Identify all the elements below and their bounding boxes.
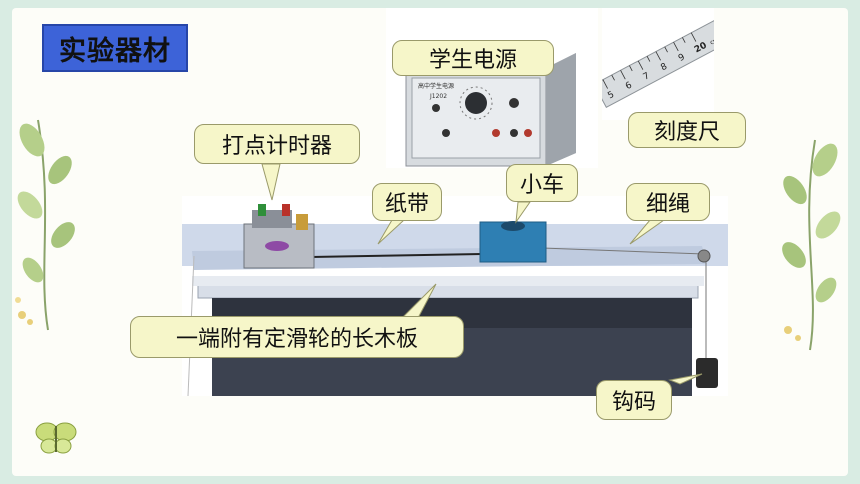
ruler-mark-5: 5 [606,90,616,102]
label-cart: 小车 [506,164,578,202]
label-board: 一端附有定滑轮的长木板 [130,316,464,358]
label-power-supply: 学生电源 [392,40,554,76]
ruler-photo: 5 6 7 8 9 20 cm [593,8,731,120]
page-title: 实验器材 [42,24,188,72]
ruler-mark-8: 8 [659,62,669,74]
ruler-mark-9: 9 [677,52,687,64]
leaf-branch-left-icon [8,110,78,340]
label-ruler: 刻度尺 [628,112,746,148]
label-weight: 钩码 [596,380,672,420]
ruler-mark-6: 6 [624,80,634,92]
apparatus-photo [182,196,728,397]
butterfly-icon [34,418,78,458]
power-supply-model: J1202 [429,93,447,100]
power-supply-header: 高中学生电源 [418,82,454,90]
ruler-mark-7: 7 [642,71,652,83]
label-timer: 打点计时器 [194,124,360,164]
power-supply-photo: 高中学生电源 J1202 [386,8,598,168]
leaf-branch-right-icon [770,130,850,360]
label-tape: 纸带 [372,183,442,221]
label-string: 细绳 [626,183,710,221]
